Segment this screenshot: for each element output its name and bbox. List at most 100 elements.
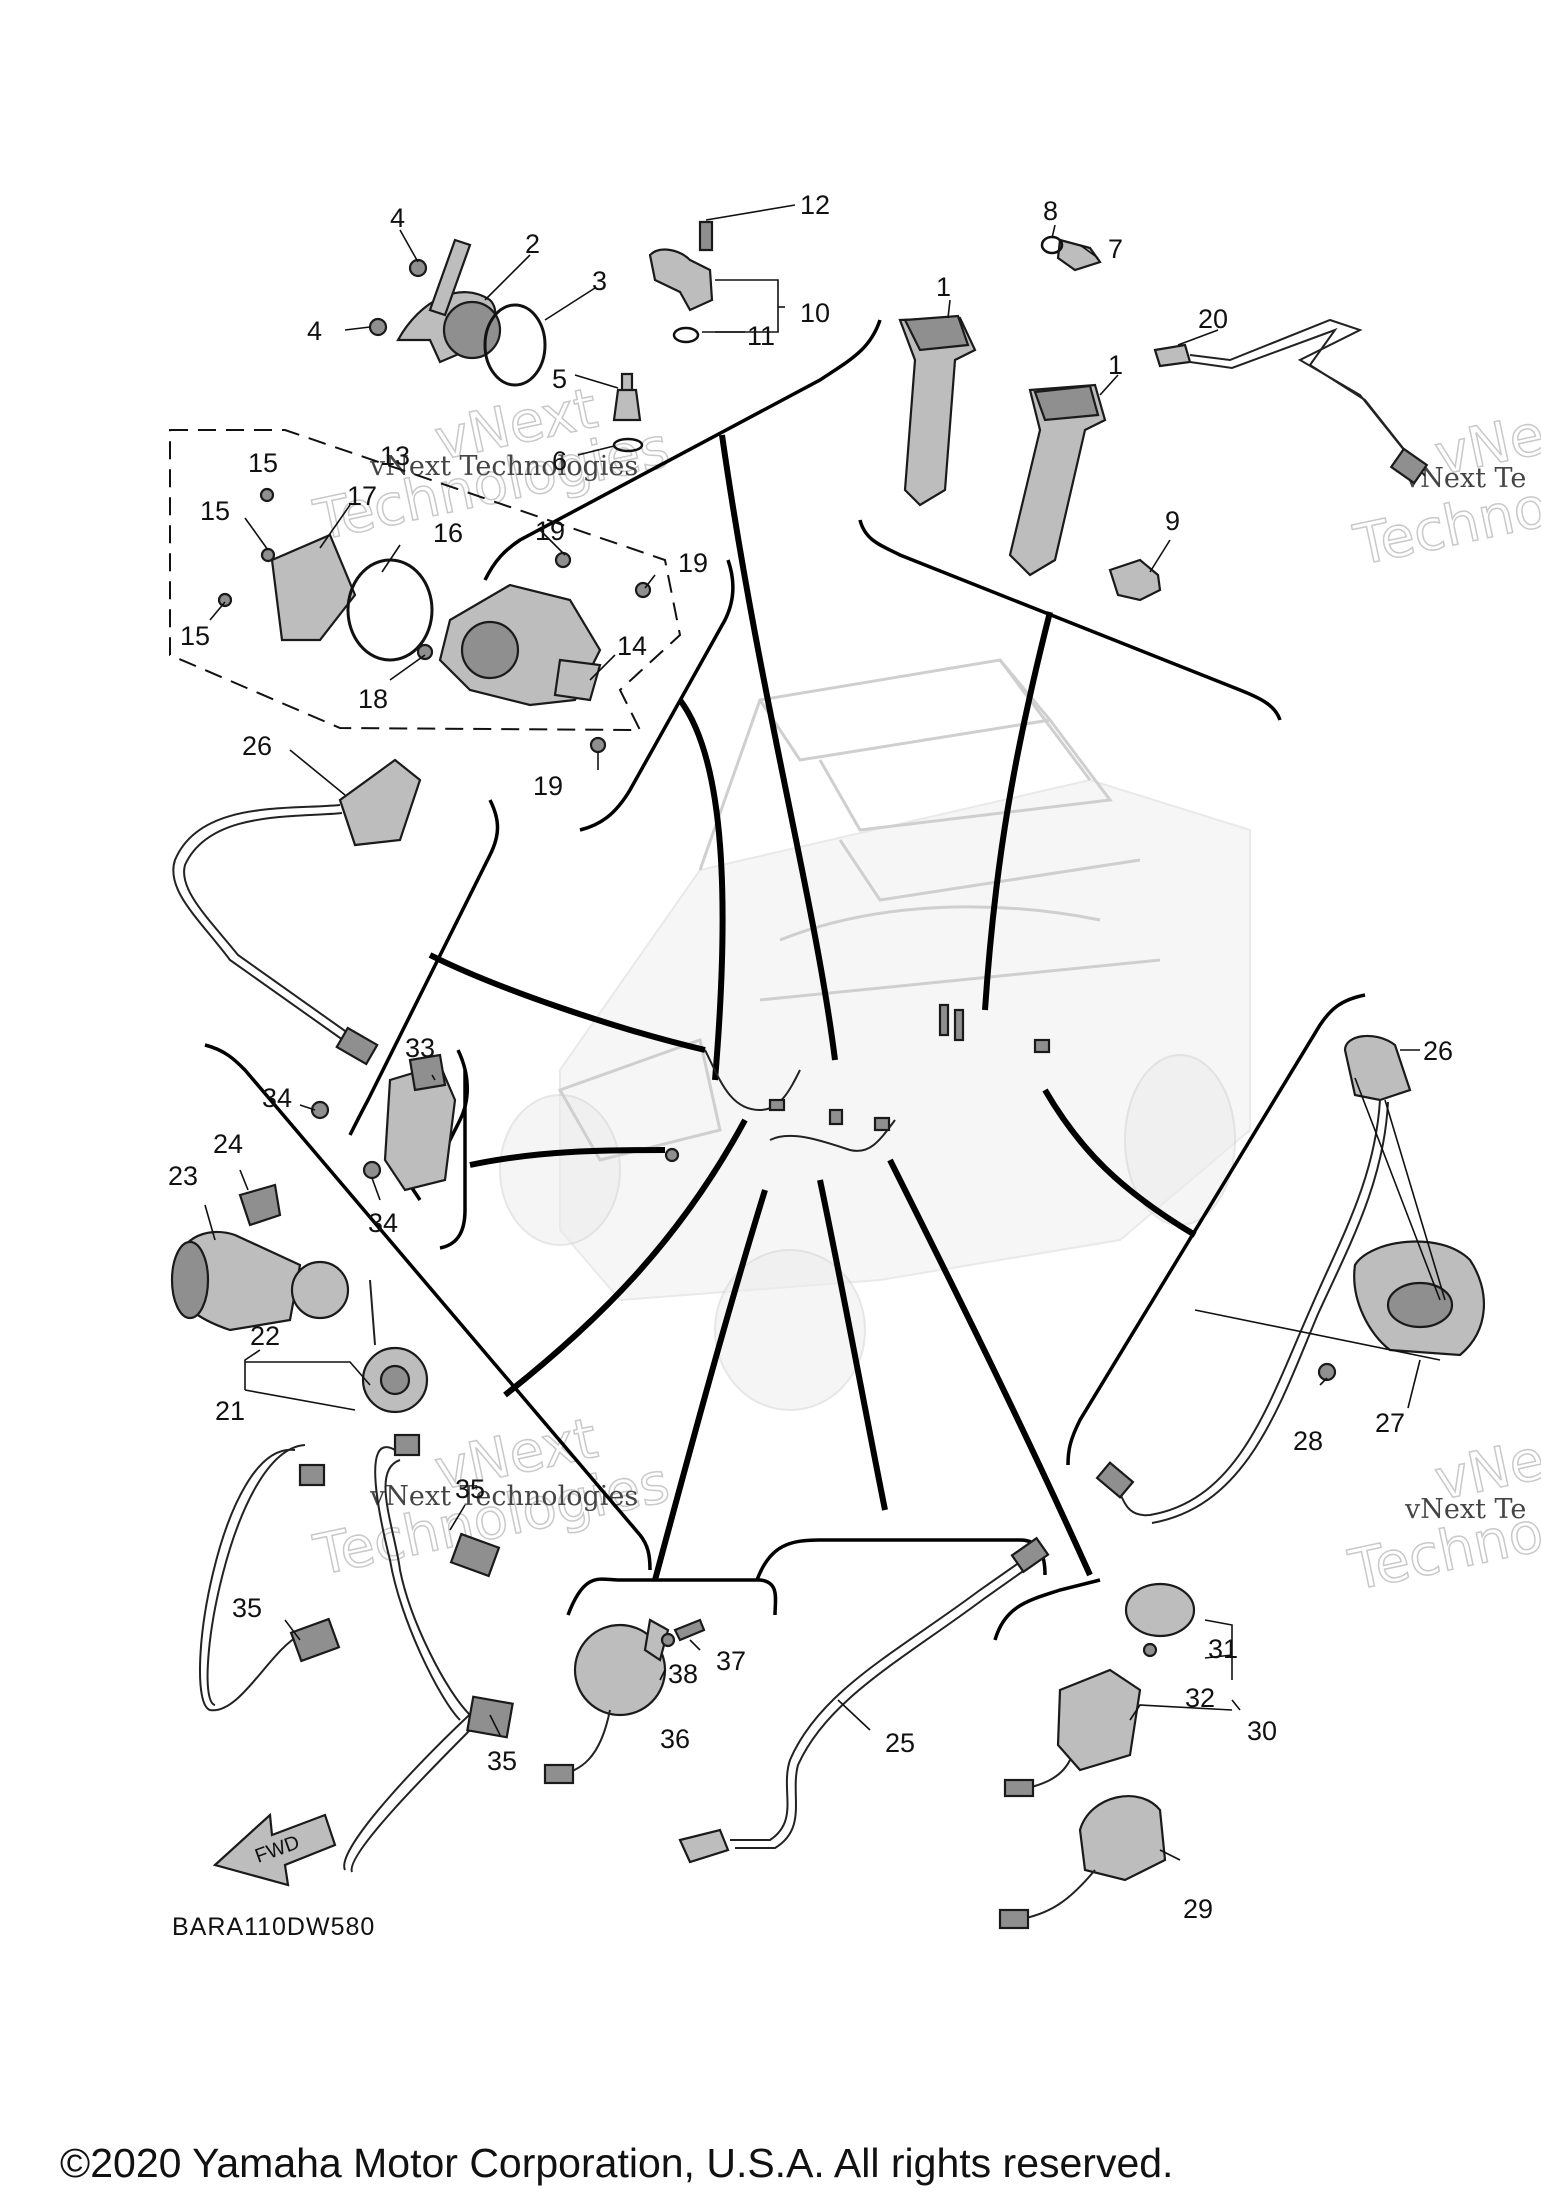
callout-24: 24 xyxy=(213,1129,243,1159)
callout-19-a: 19 xyxy=(535,516,565,546)
bolt-37 xyxy=(673,1618,706,1642)
sensor-10 xyxy=(648,248,714,312)
sensor-2 xyxy=(396,238,502,364)
callout-26-a: 26 xyxy=(242,731,272,761)
callout-17: 17 xyxy=(347,481,377,511)
watermark-caption: vNext Technologies xyxy=(369,451,638,482)
relay-33 xyxy=(383,1053,457,1192)
callout-15-c: 15 xyxy=(180,621,210,651)
callout-21: 21 xyxy=(215,1396,245,1426)
vehicle-harness-parts xyxy=(664,1003,1051,1163)
callout-14: 14 xyxy=(617,631,647,661)
sensor-25 xyxy=(678,1536,1050,1864)
o-ring-11 xyxy=(672,326,700,344)
callout-26-b: 26 xyxy=(1423,1036,1453,1066)
bolt-34-b xyxy=(362,1160,382,1180)
callout-36: 36 xyxy=(660,1724,690,1754)
relay-30 xyxy=(1003,1668,1142,1798)
horn-36 xyxy=(543,1618,670,1785)
cover-17 xyxy=(270,533,357,642)
diagram-code: BARA110DW580 xyxy=(172,1913,376,1941)
harness-lines xyxy=(428,434,1197,1581)
callout-19-c: 19 xyxy=(533,771,563,801)
sub-harness-35 xyxy=(199,1433,514,1873)
cap-22 xyxy=(290,1260,350,1320)
callout-27: 27 xyxy=(1375,1408,1405,1438)
callout-10: 10 xyxy=(800,298,830,328)
cap-24 xyxy=(238,1183,282,1227)
grommet-31 xyxy=(1124,1582,1196,1638)
bolt-28 xyxy=(1317,1362,1337,1382)
switch-23 xyxy=(170,1230,302,1332)
callout-16: 16 xyxy=(433,518,463,548)
callout-22: 22 xyxy=(250,1321,280,1351)
callout-12: 12 xyxy=(800,190,830,220)
callout-32: 32 xyxy=(1185,1683,1215,1713)
callout-31: 31 xyxy=(1208,1634,1238,1664)
sensor-26-left xyxy=(172,758,422,1066)
callout-3: 3 xyxy=(592,266,607,296)
callout-28: 28 xyxy=(1293,1426,1323,1456)
callout-5: 5 xyxy=(552,364,567,394)
callout-35-b: 35 xyxy=(232,1593,262,1623)
throttle-body-14 xyxy=(438,583,602,707)
part-18 xyxy=(416,643,434,661)
callout-34-a: 34 xyxy=(262,1083,292,1113)
callout-4-b: 4 xyxy=(307,316,322,346)
vehicle-outline xyxy=(499,658,1251,1411)
bracket-27 xyxy=(1353,1240,1486,1357)
screw-19-c xyxy=(589,736,607,754)
ignition-coil-left xyxy=(898,314,977,507)
sensor-5 xyxy=(612,372,642,422)
group-13-outline xyxy=(169,429,682,732)
screw-19-a xyxy=(554,551,572,569)
bolt-34-a xyxy=(310,1100,330,1120)
washer-38 xyxy=(660,1632,676,1648)
main-switch-21 xyxy=(361,1279,429,1414)
screw-15-a xyxy=(259,487,275,503)
callout-33: 33 xyxy=(405,1033,435,1063)
callout-13: 13 xyxy=(380,441,410,471)
ignition-coil-right xyxy=(1008,383,1107,577)
callout-1-a: 1 xyxy=(936,272,951,302)
callouts: 1 1 2 3 4 4 5 6 7 8 9 10 11 12 13 14 15 … xyxy=(168,190,1453,1924)
sensor-9 xyxy=(1108,558,1162,602)
screw-15-b xyxy=(260,547,276,563)
callout-23: 23 xyxy=(168,1161,198,1191)
sensor-7 xyxy=(1056,238,1102,272)
callout-11: 11 xyxy=(747,321,775,351)
callout-15-a: 15 xyxy=(248,448,278,478)
callout-35-c: 35 xyxy=(487,1746,517,1776)
leader-lines xyxy=(204,204,1446,1861)
bolt-4-b xyxy=(368,317,388,337)
watermark-caption: vNext Technologies xyxy=(369,1481,638,1512)
sensor-26-right xyxy=(1095,1034,1412,1524)
part-32 xyxy=(1142,1642,1158,1658)
callout-29: 29 xyxy=(1183,1894,1213,1924)
gasket-16 xyxy=(346,558,434,662)
callout-35-a: 35 xyxy=(455,1474,485,1504)
callout-18: 18 xyxy=(358,684,388,714)
relay-29 xyxy=(998,1795,1167,1930)
callout-38: 38 xyxy=(668,1659,698,1689)
callout-2: 2 xyxy=(525,229,540,259)
callout-37: 37 xyxy=(716,1646,746,1676)
callout-34-b: 34 xyxy=(368,1208,398,1238)
callout-19-b: 19 xyxy=(678,548,708,578)
callout-30: 30 xyxy=(1247,1716,1277,1746)
callout-1-b: 1 xyxy=(1108,350,1123,380)
copyright-notice: ©2020 Yamaha Motor Corporation, U.S.A. A… xyxy=(60,2140,1174,2186)
callout-25: 25 xyxy=(885,1728,915,1758)
screw-15-c xyxy=(217,592,233,608)
o-ring-3 xyxy=(483,303,547,387)
watermark-caption: vNext Te xyxy=(1404,1494,1526,1525)
bolt-12 xyxy=(698,220,714,252)
fwd-arrow: FWD xyxy=(212,1812,337,1887)
callout-15-b: 15 xyxy=(200,496,230,526)
callout-20: 20 xyxy=(1198,304,1228,334)
callout-9: 9 xyxy=(1165,506,1180,536)
gasket-6 xyxy=(612,437,644,453)
callout-8: 8 xyxy=(1043,196,1058,226)
callout-6: 6 xyxy=(552,446,567,476)
